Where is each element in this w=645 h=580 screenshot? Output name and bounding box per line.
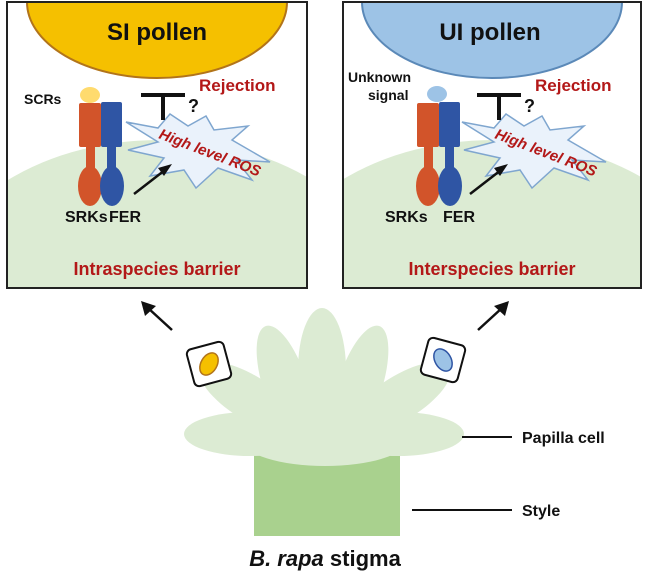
rejection-label: Rejection	[535, 76, 612, 95]
si-pollen-marker	[185, 340, 233, 388]
fer-label: FER	[109, 209, 141, 226]
srks-label: SRKs	[65, 209, 108, 226]
interspecies-barrier-label: Interspecies barrier	[408, 259, 575, 279]
caption-species: B. rapa	[249, 546, 324, 571]
fer-receptor	[100, 102, 124, 206]
unknown-signal-ligand	[427, 86, 447, 102]
question-mark: ?	[524, 96, 535, 116]
stigma-caption: B. rapa stigma	[249, 546, 401, 571]
ui-pollen-marker	[419, 336, 467, 384]
si-panel-frame	[6, 1, 308, 289]
si-panel: SI pollen SCRs SRKs FER High level ROS R…	[6, 1, 308, 289]
papilla-cells	[184, 308, 464, 466]
srk-receptor	[416, 103, 440, 206]
scrs-label: SCRs	[24, 91, 62, 107]
stigma-illustration	[184, 308, 467, 536]
ui-panel-frame	[342, 1, 642, 289]
rejection-label: Rejection	[199, 76, 276, 95]
unknown-signal-label-2: signal	[368, 87, 408, 103]
unknown-signal-label-1: Unknown	[348, 69, 411, 85]
inhibition-symbol	[141, 93, 185, 120]
question-mark: ?	[188, 96, 199, 116]
srks-label: SRKs	[385, 209, 428, 226]
si-pollen-grain	[26, 2, 288, 79]
fer-to-ros-arrow	[133, 164, 172, 195]
fer-receptor	[438, 102, 462, 206]
si-pollen-label: SI pollen	[107, 19, 207, 46]
fer-label: FER	[443, 209, 475, 226]
fer-to-ros-arrow	[469, 164, 508, 195]
caption-rest: stigma	[324, 546, 402, 571]
zoom-arrow-left	[141, 301, 173, 331]
inhibition-symbol	[477, 93, 521, 120]
style-label: Style	[522, 503, 560, 520]
intraspecies-barrier-label: Intraspecies barrier	[73, 259, 240, 279]
ui-pollen-label: UI pollen	[439, 19, 540, 46]
ui-pollen-grain	[361, 2, 623, 79]
ui-panel: UI pollen Unknown signal SRKs FER High l…	[342, 1, 642, 289]
papilla-cell-label: Papilla cell	[522, 430, 605, 447]
zoom-arrow-right	[477, 301, 509, 331]
srk-receptor	[78, 103, 102, 206]
scr-ligand	[80, 87, 100, 103]
